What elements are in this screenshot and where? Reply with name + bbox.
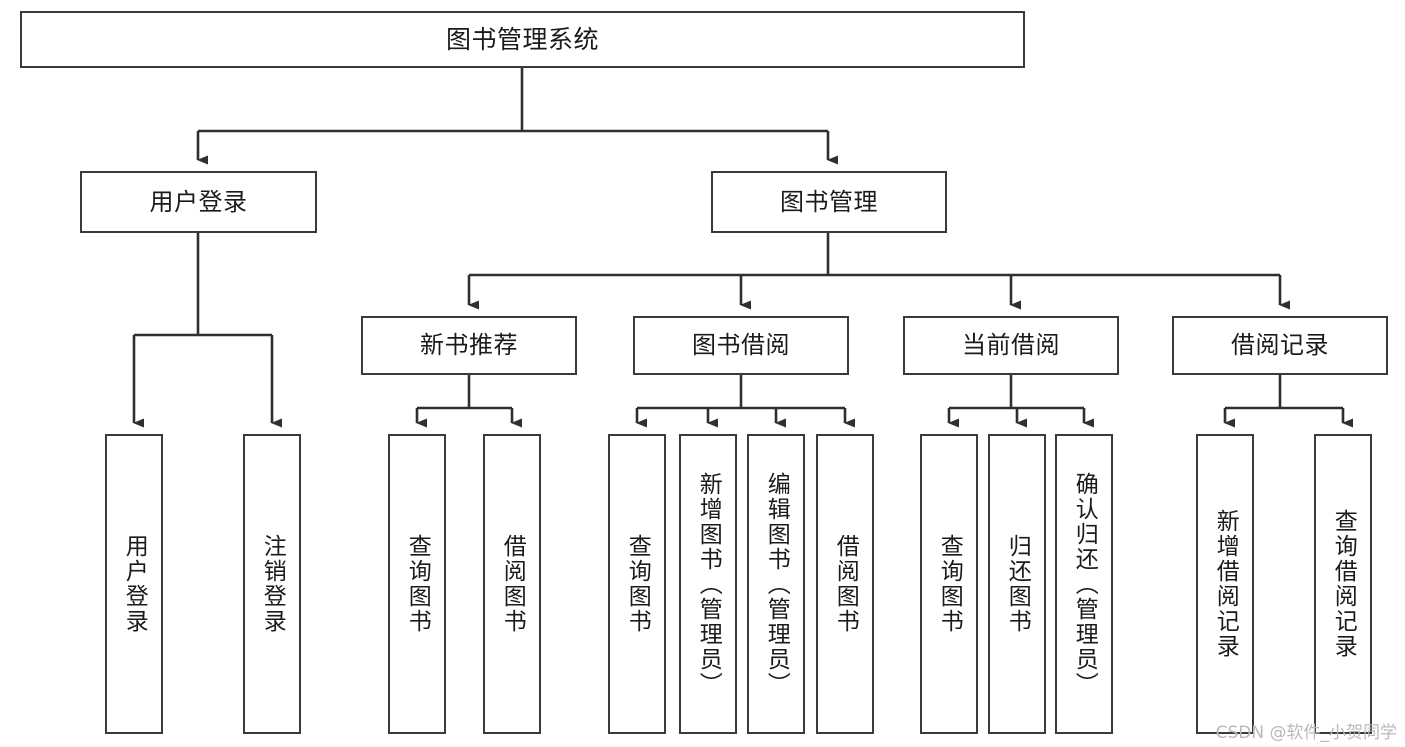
node-leaf-query-book-3[interactable]: 查询图书: [920, 434, 978, 734]
node-leaf-borrow-book-2[interactable]: 借阅图书: [816, 434, 874, 734]
node-leaf-query-record[interactable]: 查询借阅记录: [1314, 434, 1372, 734]
node-label: 借阅记录: [1231, 331, 1329, 360]
node-leaf-logout[interactable]: 注销登录: [243, 434, 301, 734]
node-label: 查询图书: [624, 534, 651, 634]
node-label: 图书管理: [780, 187, 878, 216]
node-root-system[interactable]: 图书管理系统: [20, 11, 1025, 68]
node-label: 借阅图书: [499, 534, 526, 634]
node-leaf-return-book[interactable]: 归还图书: [988, 434, 1046, 734]
node-borrow-record[interactable]: 借阅记录: [1172, 316, 1388, 375]
node-label: 注销登录: [259, 534, 286, 634]
node-label: 借阅图书: [832, 534, 859, 634]
node-label: 新增借阅记录: [1212, 509, 1239, 659]
node-leaf-query-book-2[interactable]: 查询图书: [608, 434, 666, 734]
node-leaf-user-login[interactable]: 用户登录: [105, 434, 163, 734]
node-label: 用户登录: [121, 534, 148, 634]
node-label: 图书管理系统: [445, 24, 599, 54]
node-label: 查询图书: [936, 534, 963, 634]
node-label: 新增图书（管理员）: [695, 471, 722, 697]
node-user-login[interactable]: 用户登录: [80, 171, 317, 233]
node-leaf-confirm-return[interactable]: 确认归还（管理员）: [1055, 434, 1113, 734]
node-leaf-add-record[interactable]: 新增借阅记录: [1196, 434, 1254, 734]
node-leaf-query-book-1[interactable]: 查询图书: [388, 434, 446, 734]
node-label: 查询借阅记录: [1330, 509, 1357, 659]
node-book-manage[interactable]: 图书管理: [711, 171, 947, 233]
node-leaf-edit-book[interactable]: 编辑图书（管理员）: [747, 434, 805, 734]
node-leaf-borrow-book-1[interactable]: 借阅图书: [483, 434, 541, 734]
csdn-watermark: CSDN @软件_小贺同学: [1215, 723, 1397, 743]
node-new-book-recommend[interactable]: 新书推荐: [361, 316, 577, 375]
node-label: 用户登录: [149, 187, 248, 216]
node-label: 归还图书: [1004, 534, 1031, 634]
node-label: 确认归还（管理员）: [1071, 471, 1098, 697]
node-label: 图书借阅: [692, 331, 790, 360]
node-label: 编辑图书（管理员）: [763, 471, 790, 697]
node-current-borrow[interactable]: 当前借阅: [903, 316, 1119, 375]
node-leaf-add-book[interactable]: 新增图书（管理员）: [679, 434, 737, 734]
node-label: 新书推荐: [420, 331, 518, 360]
node-book-borrow[interactable]: 图书借阅: [633, 316, 849, 375]
node-label: 查询图书: [404, 534, 431, 634]
node-label: 当前借阅: [962, 331, 1060, 360]
